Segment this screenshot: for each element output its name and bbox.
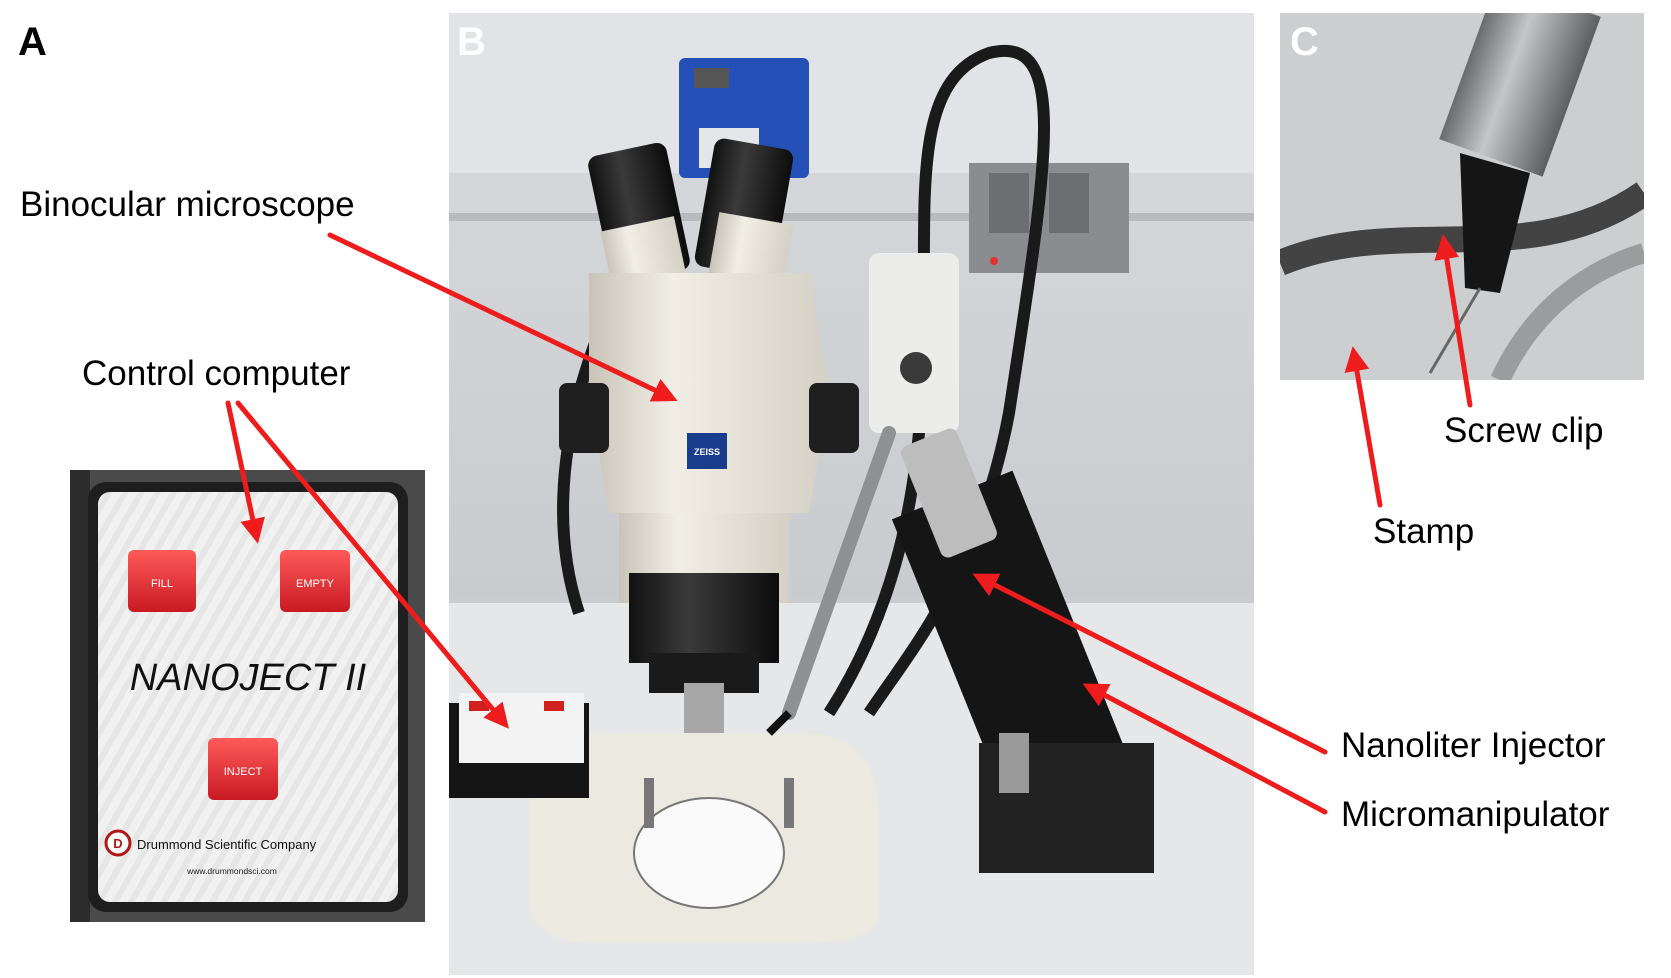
fill-button-label: FILL [151,578,173,590]
inject-button-label: INJECT [224,766,263,778]
label-stamp: Stamp [1373,512,1475,551]
nanoject-controller-illustration: FILL EMPTY NANOJECT II INJECT D Drummond… [70,470,425,922]
injector-closeup-illustration [1280,13,1644,380]
company-name: Drummond Scientific Company [137,837,317,852]
panel-b-photo: ZEISS [449,13,1254,975]
fill-button-illustration [128,550,196,612]
microscope-setup-illustration: ZEISS [449,13,1254,975]
drummond-logo-letter: D [113,836,122,851]
panel-a-photo: FILL EMPTY NANOJECT II INJECT D Drummond… [70,470,425,922]
label-binocular-microscope: Binocular microscope [20,185,355,224]
empty-button-label: EMPTY [296,578,335,590]
label-screw-clip: Screw clip [1444,411,1604,450]
panel-letter-b: B [457,20,486,64]
panel-c-photo [1280,13,1644,380]
zeiss-brand: ZEISS [694,447,720,457]
zeiss-logo-icon [687,433,727,469]
label-nanoliter-injector: Nanoliter Injector [1341,726,1606,765]
label-control-computer: Control computer [82,354,351,393]
label-micromanipulator: Micromanipulator [1341,795,1610,834]
inject-button-illustration [208,738,278,800]
drummond-logo-icon [104,829,132,857]
nanoject-title: NANOJECT II [130,657,367,699]
panel-letter-c: C [1290,20,1319,64]
company-website: www.drummondsci.com [186,866,277,876]
arrow-stamp [1344,346,1383,508]
panel-letter-a: A [18,20,47,64]
